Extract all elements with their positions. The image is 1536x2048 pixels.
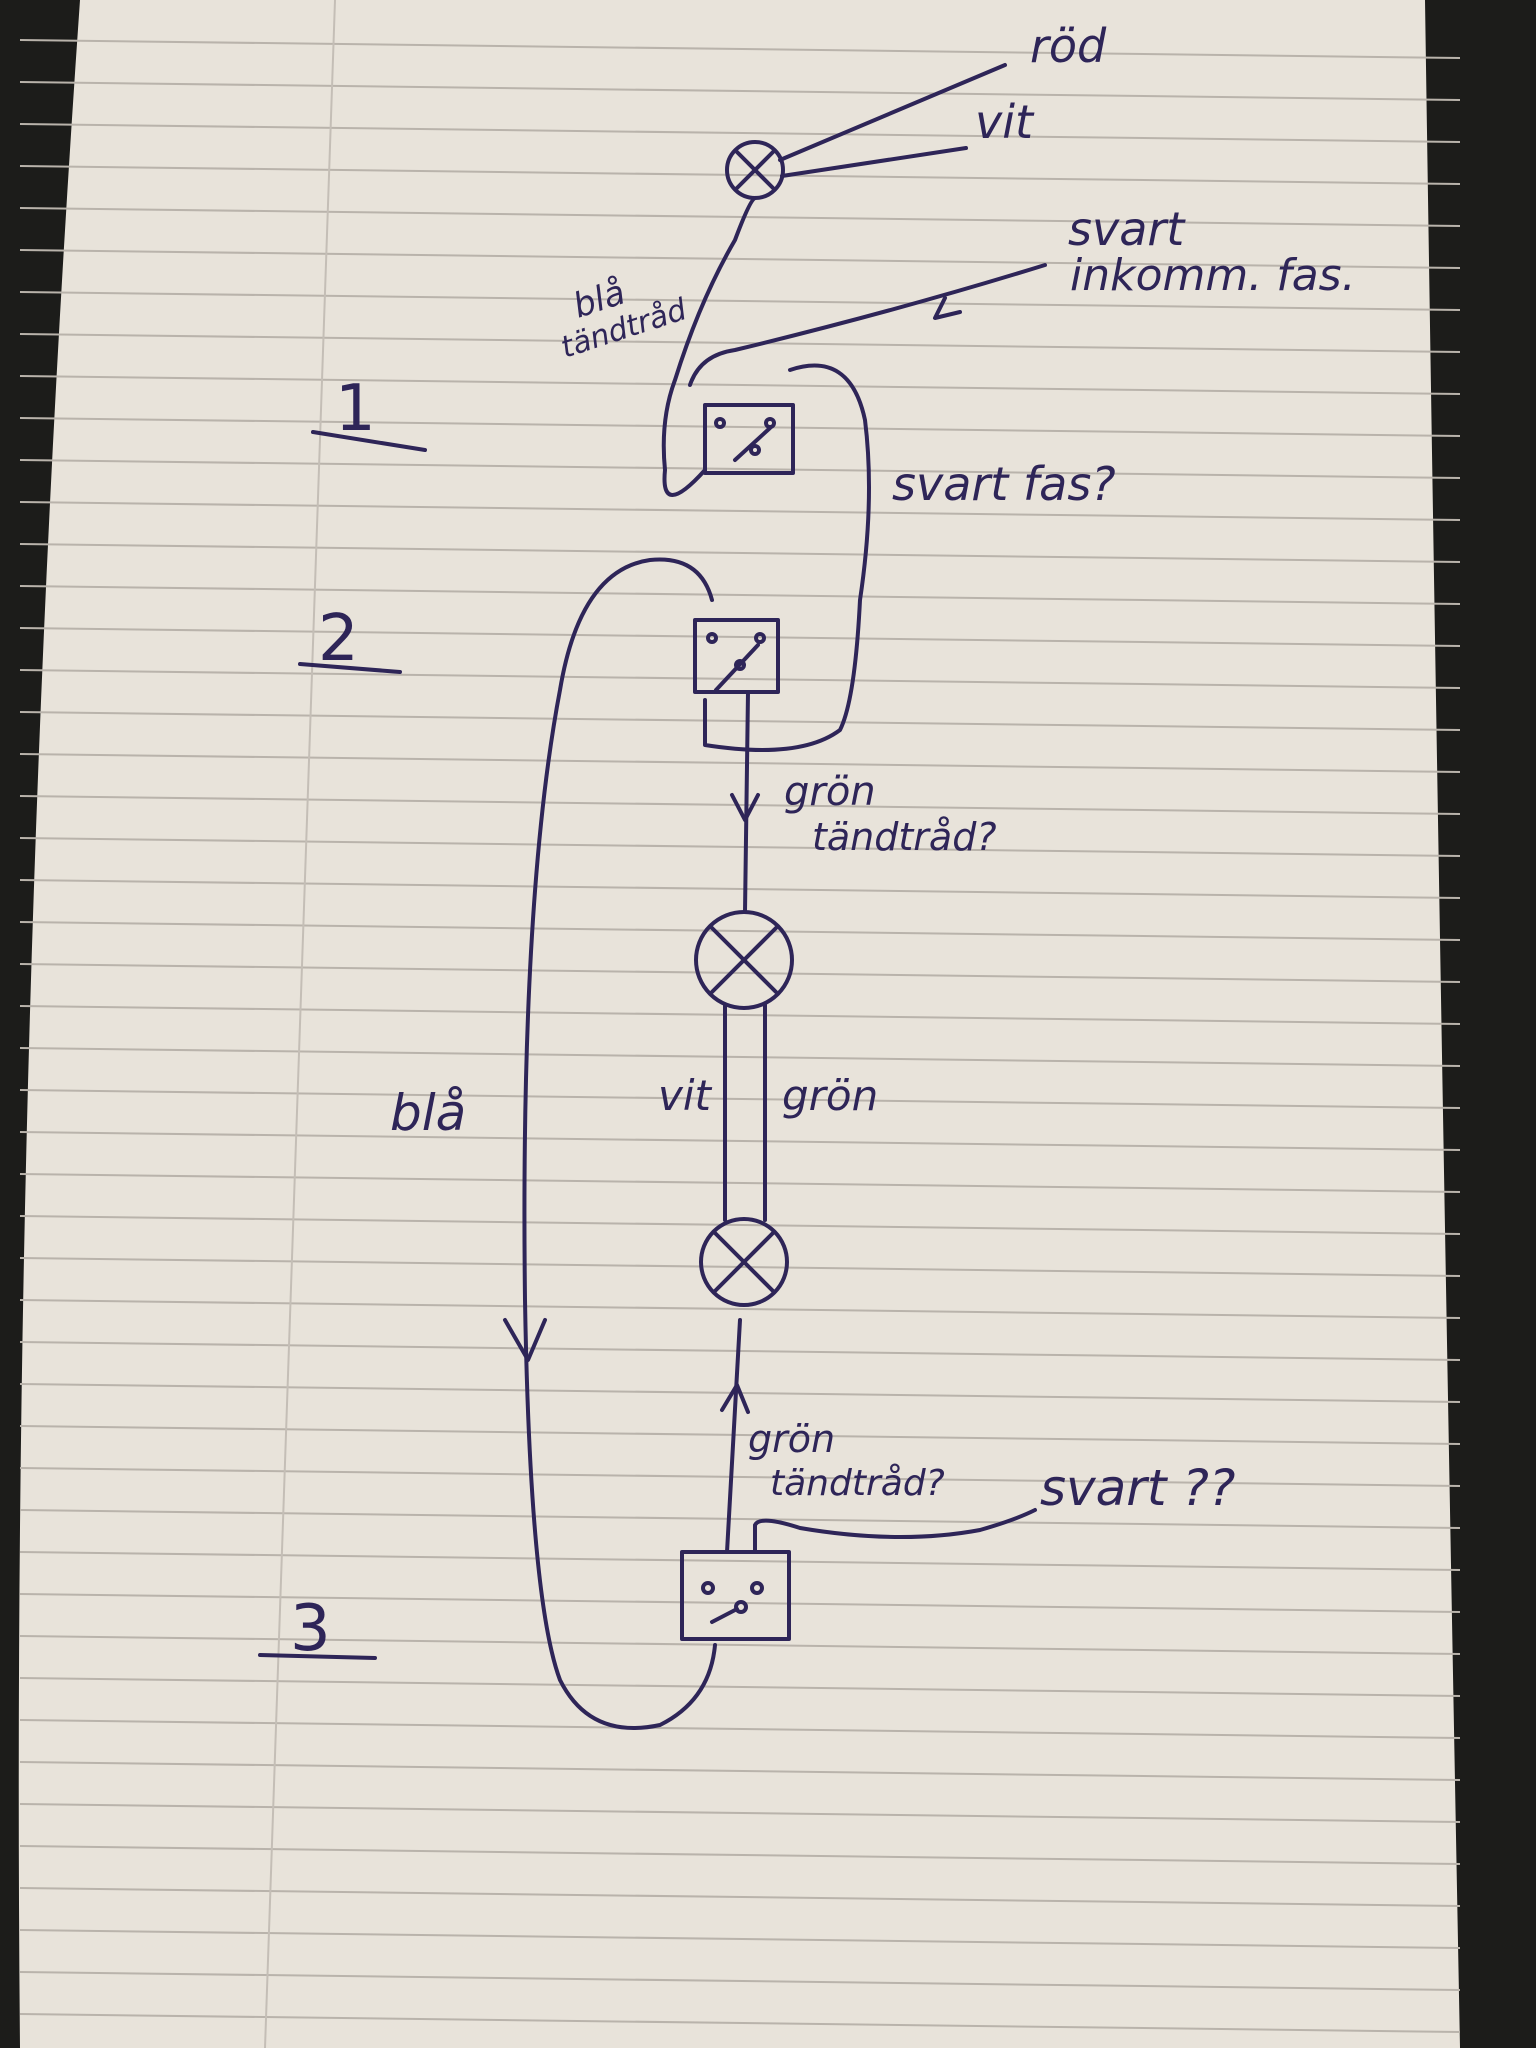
ruled-line xyxy=(19,291,1461,311)
switch-1-icon xyxy=(703,403,795,475)
ruled-line xyxy=(19,1173,1461,1193)
ruled-line xyxy=(19,207,1461,227)
ruled-line xyxy=(19,711,1461,731)
ruled-line xyxy=(19,753,1461,773)
label-gron-top-2: tändtråd? xyxy=(812,815,997,859)
ruled-line xyxy=(19,249,1461,269)
ruled-line xyxy=(19,1131,1461,1151)
ruled-line xyxy=(19,417,1461,437)
ruled-line xyxy=(19,1677,1461,1697)
ruled-line xyxy=(19,1971,1461,1991)
wire-vit xyxy=(780,146,968,178)
ruled-line xyxy=(19,333,1461,353)
ruled-line xyxy=(19,585,1461,605)
switch-number-3: 3 xyxy=(290,1592,331,1666)
ruled-line xyxy=(19,795,1461,815)
ruled-line xyxy=(19,1509,1461,1529)
label-svart-unknown: svart ?? xyxy=(1040,1459,1235,1517)
ruled-line xyxy=(19,165,1461,185)
wire-gron-tandtrad-bottom xyxy=(725,1318,742,1554)
switch-number-1: 1 xyxy=(335,372,376,446)
label-inkomm-fas: inkomm. fas. xyxy=(1070,250,1356,301)
ruled-line xyxy=(19,1635,1461,1655)
ruled-line xyxy=(19,1215,1461,1235)
ruled-line xyxy=(19,1047,1461,1067)
ruled-line xyxy=(19,123,1461,143)
ruled-line xyxy=(19,39,1461,59)
wire-rod xyxy=(778,63,1007,162)
label-svart: svart xyxy=(1068,202,1186,256)
ruled-line xyxy=(19,1467,1461,1487)
label-bla: blå xyxy=(390,1084,466,1142)
switch-3-icon xyxy=(680,1550,791,1641)
ruled-line xyxy=(19,2013,1461,2033)
ruled-line xyxy=(19,543,1461,563)
ruled-line xyxy=(19,1803,1461,1823)
wire-gron-tandtrad-top xyxy=(743,690,750,914)
arrow-gron-top xyxy=(730,793,760,822)
label-svart-fas: svart fas? xyxy=(892,457,1116,511)
wire-bla xyxy=(522,557,717,1730)
ruled-line xyxy=(19,81,1461,101)
switch-2-icon xyxy=(693,618,780,694)
lamp-bottom-icon xyxy=(699,1217,789,1307)
underline-1 xyxy=(311,430,427,452)
ruled-lines xyxy=(19,39,1461,2033)
label-vit-top: vit xyxy=(975,95,1035,149)
switch-number-2: 2 xyxy=(318,602,359,676)
wire-bla-tandtrad xyxy=(661,196,757,497)
ruled-line xyxy=(19,459,1461,479)
arrow-gron-bottom xyxy=(720,1383,750,1414)
ruled-line xyxy=(19,1929,1461,1949)
ruled-line xyxy=(19,669,1461,689)
label-gron-bottom-1: grön xyxy=(748,1417,835,1461)
label-vit-mid: vit xyxy=(658,1071,713,1120)
arrow-bla xyxy=(503,1318,547,1362)
ruled-line xyxy=(19,837,1461,857)
ruled-line xyxy=(19,963,1461,983)
ruled-line xyxy=(19,1719,1461,1739)
ruled-line xyxy=(19,1551,1461,1571)
ruled-line xyxy=(19,375,1461,395)
paper-sheet xyxy=(18,0,1460,2048)
wire-svart-fas xyxy=(703,363,871,752)
ruled-line xyxy=(19,879,1461,899)
ruled-line xyxy=(19,921,1461,941)
arrow-incoming xyxy=(933,296,962,320)
ruled-line xyxy=(19,501,1461,521)
wire-svart-incoming xyxy=(688,263,1047,387)
lamp-middle-icon xyxy=(694,910,794,1010)
ruled-line xyxy=(19,1845,1461,1865)
ruled-line xyxy=(19,627,1461,647)
ruled-line xyxy=(19,1005,1461,1025)
ruled-line xyxy=(19,1887,1461,1907)
label-gron-mid: grön xyxy=(782,1071,878,1120)
label-gron-bottom-2: tändtråd? xyxy=(770,1463,945,1504)
ruled-line xyxy=(19,1089,1461,1109)
ruled-line xyxy=(19,1761,1461,1781)
label-rod: röd xyxy=(1030,19,1107,73)
ruled-line xyxy=(19,1299,1461,1319)
ruled-line xyxy=(19,1425,1461,1445)
margin-line xyxy=(264,0,336,2048)
underline-3 xyxy=(258,1653,377,1660)
wire-svart-unknown xyxy=(753,1508,1037,1554)
underline-2 xyxy=(298,662,402,674)
label-gron-top-1: grön xyxy=(784,769,876,815)
